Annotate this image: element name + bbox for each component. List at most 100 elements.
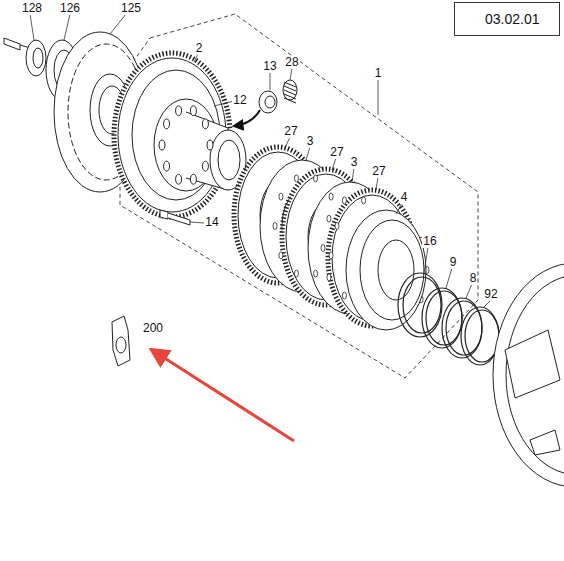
callout-number: 27 [329,146,344,159]
plate-holes [321,245,325,252]
callout-number: 2 [195,42,204,55]
seal-ring [465,310,499,362]
ring-gear [114,53,230,217]
hub [176,174,182,184]
pointer-arrow [152,350,294,441]
callout-number: 1 [374,67,383,80]
leader-line [332,158,336,170]
piston [346,210,426,330]
callout-number: 27 [283,125,298,138]
plate-holes [273,223,277,230]
hub [218,140,240,180]
hub [207,140,213,150]
hub [190,174,196,184]
bearing [26,40,46,76]
plate-holes [342,292,346,299]
callout-number: 3 [350,156,359,169]
page-reference: 03.02.01 [485,11,540,27]
assembly-arrow [234,110,260,126]
leader-line [306,147,310,160]
header-box: 03.02.01 [454,2,560,36]
callout-number: 28 [284,56,299,69]
housing [493,263,564,487]
seal-ring [446,301,482,355]
housing [530,430,560,455]
leader-line [284,137,290,150]
bearing [33,48,43,68]
leader-line [194,54,198,62]
leader-line [270,72,271,90]
hub [154,99,246,191]
plate-holes [327,215,331,222]
callout-number: 12 [232,94,247,107]
plate-holes [342,197,346,204]
hub [202,119,208,129]
housing [505,330,560,398]
bolt [160,210,168,219]
leader-line [214,101,234,106]
needle-bearing [259,91,277,113]
callout-number: 200 [142,322,164,335]
pointer-arrow [152,350,294,441]
leader-line [446,268,452,288]
callout-number: 14 [204,216,219,229]
needle-bearing [259,91,277,113]
ring-gear [114,53,230,217]
needle-bearing [265,96,275,108]
leader-line [352,168,354,182]
bolt [160,210,190,225]
assembly-arrow [234,110,260,126]
bearing [26,40,46,76]
callout-number: 16 [422,235,437,248]
hub [159,106,213,184]
leader-line [30,14,490,307]
piston [378,240,414,300]
plate-holes [329,252,333,259]
plate-holes [329,193,333,200]
hub [164,119,170,129]
plate-holes [294,270,298,277]
leader-line [376,177,378,190]
leader-line [64,14,70,40]
callout-number: 9 [449,256,458,269]
piston [346,210,426,330]
leader-line [290,68,292,80]
hub [164,161,170,171]
callout-number: 27 [371,165,386,178]
piston [360,220,424,320]
leader-line [110,14,126,34]
seal-ring [422,288,462,348]
leader-line [424,247,428,273]
leader-line [484,301,490,307]
housing [493,263,564,487]
bolt [168,213,190,225]
bracket-part [116,337,126,353]
leader-line [396,203,402,214]
callout-number: 3 [306,135,315,148]
plate-holes [314,175,318,182]
callout-number: 125 [120,2,142,15]
hub [159,140,165,150]
bracket-part [112,316,130,366]
callout-number: 128 [21,2,43,15]
seal-ring [398,273,499,365]
plate-holes [362,197,366,204]
plate-holes [279,193,283,200]
bracket-part [112,316,130,366]
plate-holes [335,223,339,230]
callout-number: 8 [469,272,478,285]
leader-line [466,284,472,298]
plate-holes [327,274,331,281]
callout-number: 126 [59,2,81,15]
leader-line [378,80,379,115]
hub [176,106,182,116]
callout-number: 92 [483,288,498,301]
callout-number: 13 [262,60,277,73]
spring [283,80,297,103]
hub [190,106,196,116]
spring [283,80,297,100]
plate-holes [279,252,283,259]
plate-holes [314,270,318,277]
bolt [4,38,30,50]
